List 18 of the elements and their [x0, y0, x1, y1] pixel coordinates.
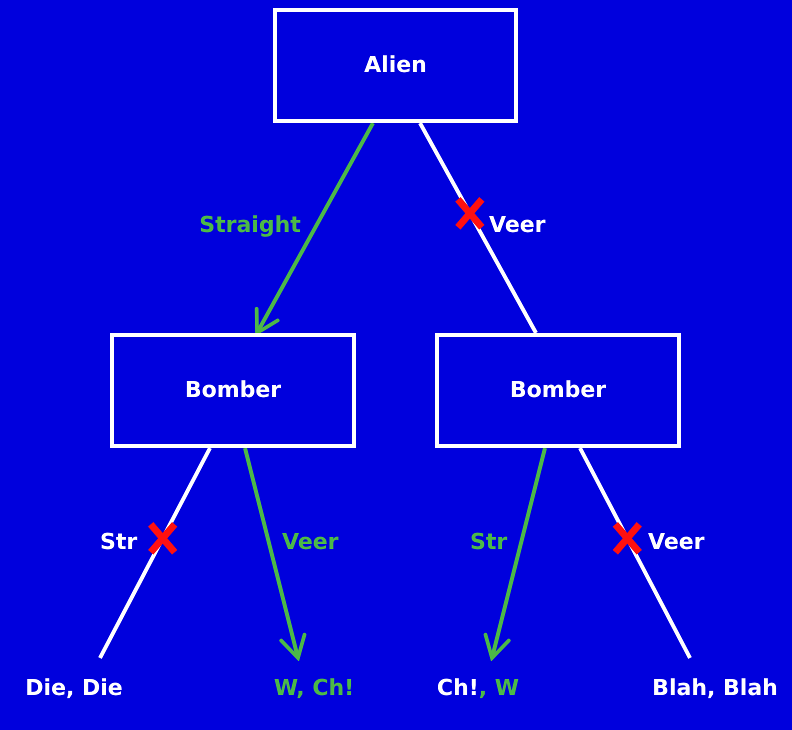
node-label: Bomber	[184, 377, 282, 405]
outcome-text: Ch!	[436, 678, 479, 700]
arrow	[243, 448, 306, 660]
outcome-text: W, Ch!	[274, 678, 354, 700]
tree-node-box	[435, 333, 681, 448]
arrow	[484, 448, 547, 660]
tree-node-box	[110, 333, 356, 448]
arrow	[254, 122, 375, 335]
outcome-text: , W	[478, 678, 520, 700]
connector-line	[578, 447, 692, 659]
node-label: Alien	[364, 52, 427, 80]
connector-line	[98, 447, 212, 659]
connector-line	[418, 122, 538, 334]
edge-label: Straight	[199, 215, 301, 237]
node-label: Bomber	[510, 377, 606, 405]
outcome-text: Blah, Blah	[652, 678, 778, 700]
outcome-text: Die, Die	[25, 678, 123, 700]
tree-node-box	[273, 8, 518, 123]
